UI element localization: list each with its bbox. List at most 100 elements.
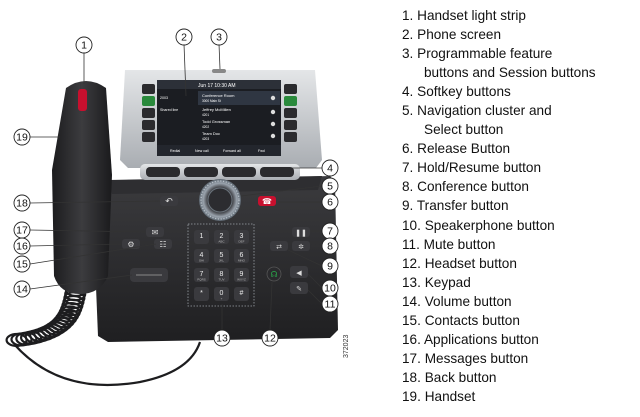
keypad-key[interactable] — [234, 249, 249, 263]
legend-number: 14. — [402, 293, 421, 309]
keypad-key[interactable] — [214, 249, 229, 263]
release-button[interactable] — [258, 196, 276, 206]
keypad-key[interactable] — [194, 287, 209, 301]
keypad-key[interactable] — [194, 249, 209, 263]
legend-number: 4. — [402, 84, 414, 100]
keypad-key[interactable] — [234, 287, 249, 301]
navigation-cluster[interactable] — [199, 179, 241, 221]
keypad-key-digit: 5 — [220, 252, 224, 259]
callout-circle — [261, 329, 279, 347]
contacts-icon: ☷ — [159, 240, 166, 249]
keypad-key[interactable] — [214, 287, 229, 301]
keypad-key-digit: 8 — [220, 271, 224, 278]
callout-circle — [13, 194, 31, 212]
keypad-key-digit: 7 — [200, 271, 204, 278]
keypad-key-digit: 3 — [240, 233, 244, 240]
screen-date-time: Jun 17 10:30 AM — [198, 83, 236, 89]
legend-number: 9. — [402, 198, 414, 214]
callout-number: 18 — [16, 198, 28, 210]
speakerphone-button[interactable] — [290, 266, 308, 278]
softkey-label: Fwd — [258, 149, 265, 153]
keypad-key-letters: GHI — [199, 259, 205, 263]
headset-button[interactable] — [266, 266, 282, 282]
gear-icon: ⚙ — [127, 240, 134, 249]
keypad-key-letters: ABC — [218, 240, 225, 244]
session-name: Conference Room — [202, 93, 235, 98]
keypad-key-letters: TUV — [219, 278, 225, 282]
keypad-key-digit: 4 — [200, 252, 204, 259]
callout-circle — [210, 28, 228, 46]
keypad-key-digit: 6 — [240, 252, 244, 259]
messages-button[interactable] — [146, 227, 164, 237]
legend-text-continued: Select button — [424, 122, 504, 138]
softkey-1[interactable] — [146, 167, 180, 177]
select-button[interactable] — [207, 187, 233, 213]
legend-item: 9. Transfer button — [402, 196, 638, 215]
callout-number: 7 — [327, 226, 333, 238]
callout-circle — [321, 257, 339, 275]
legend-number: 7. — [402, 160, 414, 176]
keypad-key-digit: * — [200, 290, 203, 297]
legend-text: Keypad — [424, 274, 471, 290]
legend-text: Softkey buttons — [417, 84, 511, 100]
legend-item: 5. Navigation cluster and — [402, 101, 638, 120]
legend-item: 3. Programmable feature — [402, 44, 638, 63]
keypad-key-digit: # — [240, 290, 244, 297]
callout-number: 13 — [216, 333, 228, 345]
callout-number: 5 — [327, 181, 333, 193]
softkey-3[interactable] — [222, 167, 256, 177]
session-sub: 4203 — [202, 137, 209, 141]
legend-number: 2. — [402, 27, 414, 43]
keypad-key[interactable] — [234, 230, 249, 244]
callout-circle — [321, 237, 339, 255]
legend-item: 4. Softkey buttons — [402, 82, 638, 101]
legend-number: 19. — [402, 388, 421, 404]
contacts-button[interactable] — [154, 239, 172, 249]
softkey-label: Redial — [170, 149, 180, 153]
legend-text: Navigation cluster and — [417, 103, 552, 119]
keypad-key[interactable] — [214, 268, 229, 282]
legend-number: 6. — [402, 141, 414, 157]
line-buttons-left[interactable] — [142, 84, 155, 142]
legend-text: Volume button — [424, 293, 512, 309]
legend-text: Programmable feature — [417, 46, 553, 62]
callout-number: 9 — [327, 261, 333, 273]
transfer-icon: ⇄ — [276, 244, 282, 251]
softkey-2[interactable] — [184, 167, 218, 177]
legend-item: 13. Keypad — [402, 273, 638, 292]
legend-item: 15. Contacts button — [402, 311, 638, 330]
screen-line-label: 2003 — [160, 96, 168, 100]
callout-number: 15 — [16, 259, 28, 271]
legend-text: Handset light strip — [417, 8, 526, 23]
hold-resume-button[interactable] — [292, 227, 310, 237]
legend-text: Headset button — [424, 255, 517, 271]
legend-number: 8. — [402, 179, 414, 195]
legend-item: 7. Hold/Resume button — [402, 158, 638, 177]
legend-text: Transfer button — [416, 198, 509, 214]
callout-number: 1 — [81, 40, 87, 52]
transfer-button[interactable] — [270, 241, 288, 251]
softkey-buttons[interactable] — [140, 164, 300, 180]
keypad-key[interactable] — [194, 268, 209, 282]
mute-button[interactable] — [290, 282, 308, 294]
phone-screen: Jun 17 10:30 AM 2003 Shared line Confere… — [157, 80, 281, 156]
callout-number: 11 — [325, 299, 336, 311]
callout-number: 12 — [264, 333, 276, 345]
keypad-key[interactable] — [214, 230, 229, 244]
keypad-key[interactable] — [194, 230, 209, 244]
legend-number: 17. — [402, 350, 421, 366]
session-row-active[interactable] — [198, 91, 280, 105]
back-button[interactable] — [160, 196, 178, 206]
conference-button[interactable] — [292, 241, 310, 251]
line-buttons-right[interactable] — [284, 84, 297, 142]
legend-item: 6. Release Button — [402, 139, 638, 158]
callout-circle — [321, 295, 339, 313]
keypad-key-letters: WXYZ — [237, 278, 246, 282]
keypad-key[interactable] — [234, 268, 249, 282]
applications-button[interactable] — [122, 239, 140, 249]
legend-number: 12. — [402, 255, 421, 271]
softkey-4[interactable] — [260, 167, 294, 177]
